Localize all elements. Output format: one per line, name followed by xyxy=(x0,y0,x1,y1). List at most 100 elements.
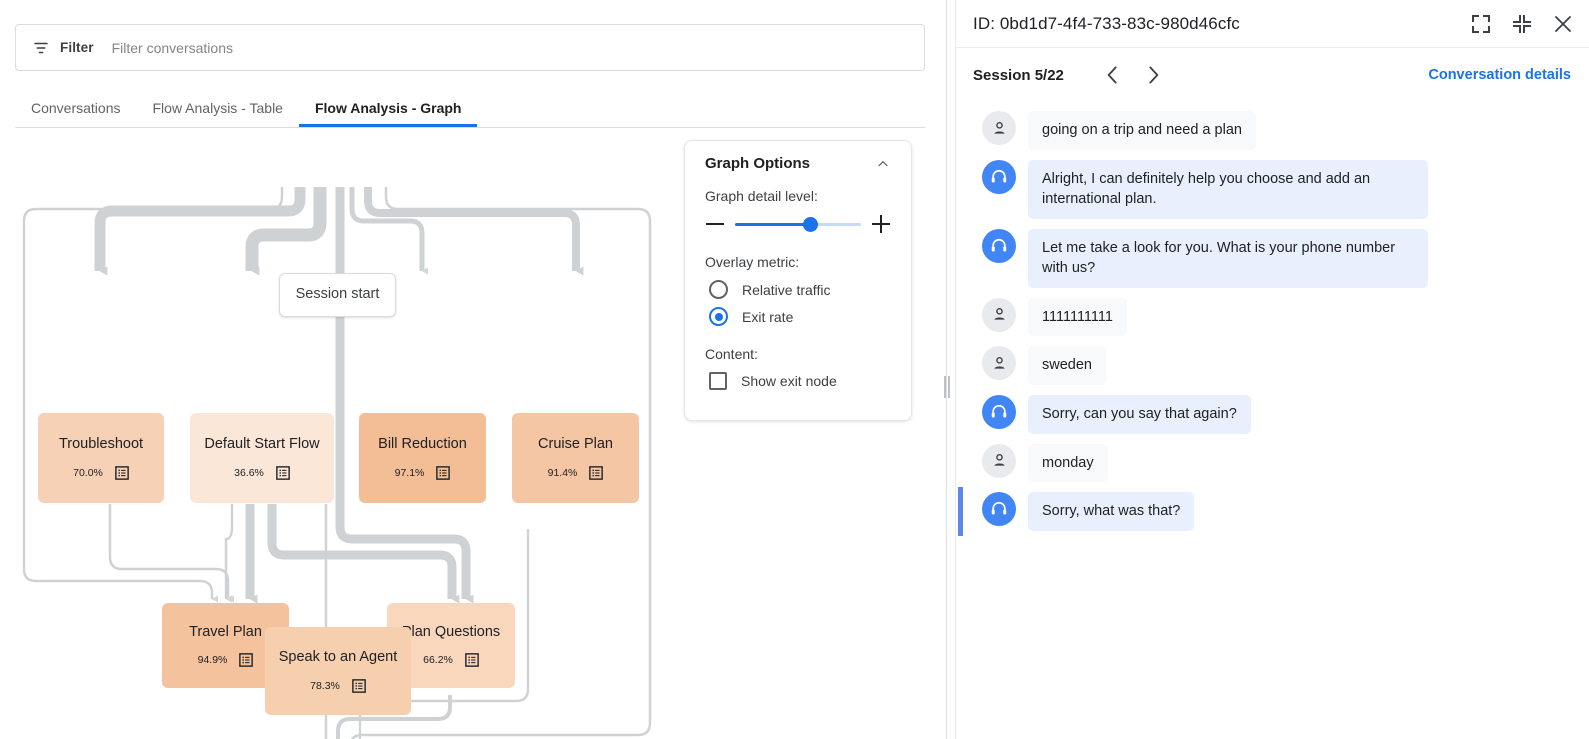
search-input[interactable] xyxy=(109,38,908,57)
avatar xyxy=(982,228,1016,263)
person-icon xyxy=(993,454,1005,466)
checkbox-icon[interactable] xyxy=(709,372,727,390)
conversation-panel: ID: 0bd1d7-4f4-733-83c-980d46cfc Session… xyxy=(955,0,1589,739)
avatar xyxy=(982,111,1016,145)
conversation-details-link[interactable]: Conversation details xyxy=(1428,67,1571,83)
chevron-up-icon[interactable] xyxy=(875,156,891,172)
radio-label: Exit rate xyxy=(742,308,794,325)
avatar xyxy=(982,443,1016,478)
message-item: monday xyxy=(956,439,1589,488)
graph-detail-slider-row xyxy=(705,214,891,234)
node-label: Cruise Plan xyxy=(538,436,613,453)
slider-thumb[interactable] xyxy=(803,217,819,232)
message-bubble: Sorry, can you say that again? xyxy=(1028,395,1251,434)
radio-label: Relative traffic xyxy=(742,281,831,298)
filter-icon xyxy=(34,42,48,53)
node-troubleshoot[interactable]: Troubleshoot 70.0% xyxy=(38,413,164,503)
node-bill-reduction[interactable]: Bill Reduction 97.1% xyxy=(359,413,486,503)
radio-circle-selected-icon[interactable] xyxy=(709,307,728,326)
node-meta: 78.3% xyxy=(310,678,366,693)
headset-icon xyxy=(991,404,1007,418)
person-icon xyxy=(993,308,1005,321)
node-meta: 91.4% xyxy=(547,465,604,480)
node-label: Bill Reduction xyxy=(378,436,467,453)
tab-flow-analysis-table[interactable]: Flow Analysis - Table xyxy=(152,99,283,116)
tab-flow-analysis-graph[interactable]: Flow Analysis - Graph xyxy=(298,88,478,127)
message-item: Sorry, can you say that again? xyxy=(956,390,1589,439)
message-bubble: Alright, I can definitely help you choos… xyxy=(1028,159,1428,219)
graph-options-title: Graph Options xyxy=(705,155,810,172)
node-label: Speak to an Agent xyxy=(278,649,398,666)
radio-exit-rate[interactable]: Exit rate xyxy=(705,307,891,326)
pane-divider xyxy=(946,0,947,739)
overlay-metric-label: Overlay metric: xyxy=(705,254,800,270)
conversation-id: ID: 0bd1d7-4f4-733-83c-980d46cfc xyxy=(973,13,1240,33)
avatar xyxy=(982,346,1016,381)
node-percent: 70.0% xyxy=(73,466,103,479)
message-bubble: going on a trip and need a plan xyxy=(1028,111,1256,150)
list-icon[interactable] xyxy=(352,678,366,693)
node-label: Default Start Flow xyxy=(204,436,320,453)
message-bubble: 1111111111 xyxy=(1028,297,1127,337)
tab-conversations[interactable]: Conversations xyxy=(31,99,121,116)
node-label: Travel Plan xyxy=(189,623,262,640)
chevron-left-icon[interactable] xyxy=(1100,62,1126,88)
list-icon[interactable] xyxy=(465,653,479,668)
node-percent: 66.2% xyxy=(423,654,453,667)
flow-graph-canvas[interactable]: Session start Troubleshoot 70.0% xyxy=(0,129,946,739)
avatar xyxy=(982,297,1016,332)
node-percent: 97.1% xyxy=(394,466,425,479)
message-item: Let me take a look for you. What is your… xyxy=(956,224,1589,293)
list-icon[interactable] xyxy=(436,465,451,480)
list-icon[interactable] xyxy=(239,653,254,668)
message-bubble: sweden xyxy=(1028,346,1106,386)
checkbox-label: Show exit node xyxy=(741,373,837,389)
chevron-right-icon[interactable] xyxy=(1140,62,1166,88)
message-item: Alright, I can definitely help you choos… xyxy=(956,155,1589,224)
node-speak-to-an-agent[interactable]: Speak to an Agent 78.3% xyxy=(265,627,411,715)
checkbox-show-exit-node[interactable]: Show exit node xyxy=(705,372,891,390)
plus-icon[interactable] xyxy=(871,214,891,234)
graph-detail-slider[interactable] xyxy=(735,214,861,234)
node-meta: 97.1% xyxy=(394,465,451,480)
node-meta: 70.0% xyxy=(73,465,129,480)
message-item-highlighted: Sorry, what was that? xyxy=(956,487,1589,536)
list-icon[interactable] xyxy=(276,465,290,480)
node-label: Session start xyxy=(295,286,380,303)
minus-icon[interactable] xyxy=(705,214,725,234)
headset-icon xyxy=(991,169,1007,183)
node-percent: 91.4% xyxy=(547,466,578,479)
node-meta: 94.9% xyxy=(197,653,254,668)
session-counter: Session 5/22 xyxy=(973,66,1064,84)
node-percent: 78.3% xyxy=(310,679,340,692)
graph-options-panel: Graph Options Graph detail level: Ov xyxy=(684,140,912,421)
avatar xyxy=(982,492,1016,527)
node-percent: 94.9% xyxy=(197,654,228,667)
session-navigation: Session 5/22 Conversation details xyxy=(956,48,1589,102)
radio-circle-icon[interactable] xyxy=(709,280,728,299)
fullscreen-icon[interactable] xyxy=(1469,12,1493,36)
person-icon xyxy=(993,356,1005,369)
radio-relative-traffic[interactable]: Relative traffic xyxy=(705,280,891,299)
node-label: Plan Questions xyxy=(401,623,501,640)
message-list[interactable]: going on a trip and need a plan Alright,… xyxy=(956,102,1589,739)
tab-bar: Conversations Flow Analysis - Table Flow… xyxy=(15,88,925,128)
list-icon[interactable] xyxy=(589,465,604,480)
node-label: Troubleshoot xyxy=(58,436,144,453)
headset-icon xyxy=(991,238,1007,252)
close-icon[interactable] xyxy=(1551,12,1575,36)
node-session-start[interactable]: Session start xyxy=(279,273,396,317)
flow-edges xyxy=(22,187,652,739)
pane-resize-handle[interactable] xyxy=(944,376,950,398)
graph-detail-level-label: Graph detail level: xyxy=(705,188,818,204)
list-icon[interactable] xyxy=(115,465,129,480)
collapse-icon[interactable] xyxy=(1510,12,1534,36)
message-bubble: Let me take a look for you. What is your… xyxy=(1028,228,1428,288)
node-default-start-flow[interactable]: Default Start Flow 36.6% xyxy=(190,413,334,503)
message-bubble: monday xyxy=(1028,443,1108,483)
node-meta: 66.2% xyxy=(423,653,479,668)
avatar xyxy=(982,395,1016,430)
filter-bar[interactable]: Filter xyxy=(15,24,925,71)
node-cruise-plan[interactable]: Cruise Plan 91.4% xyxy=(512,413,639,503)
headset-icon xyxy=(991,502,1007,515)
